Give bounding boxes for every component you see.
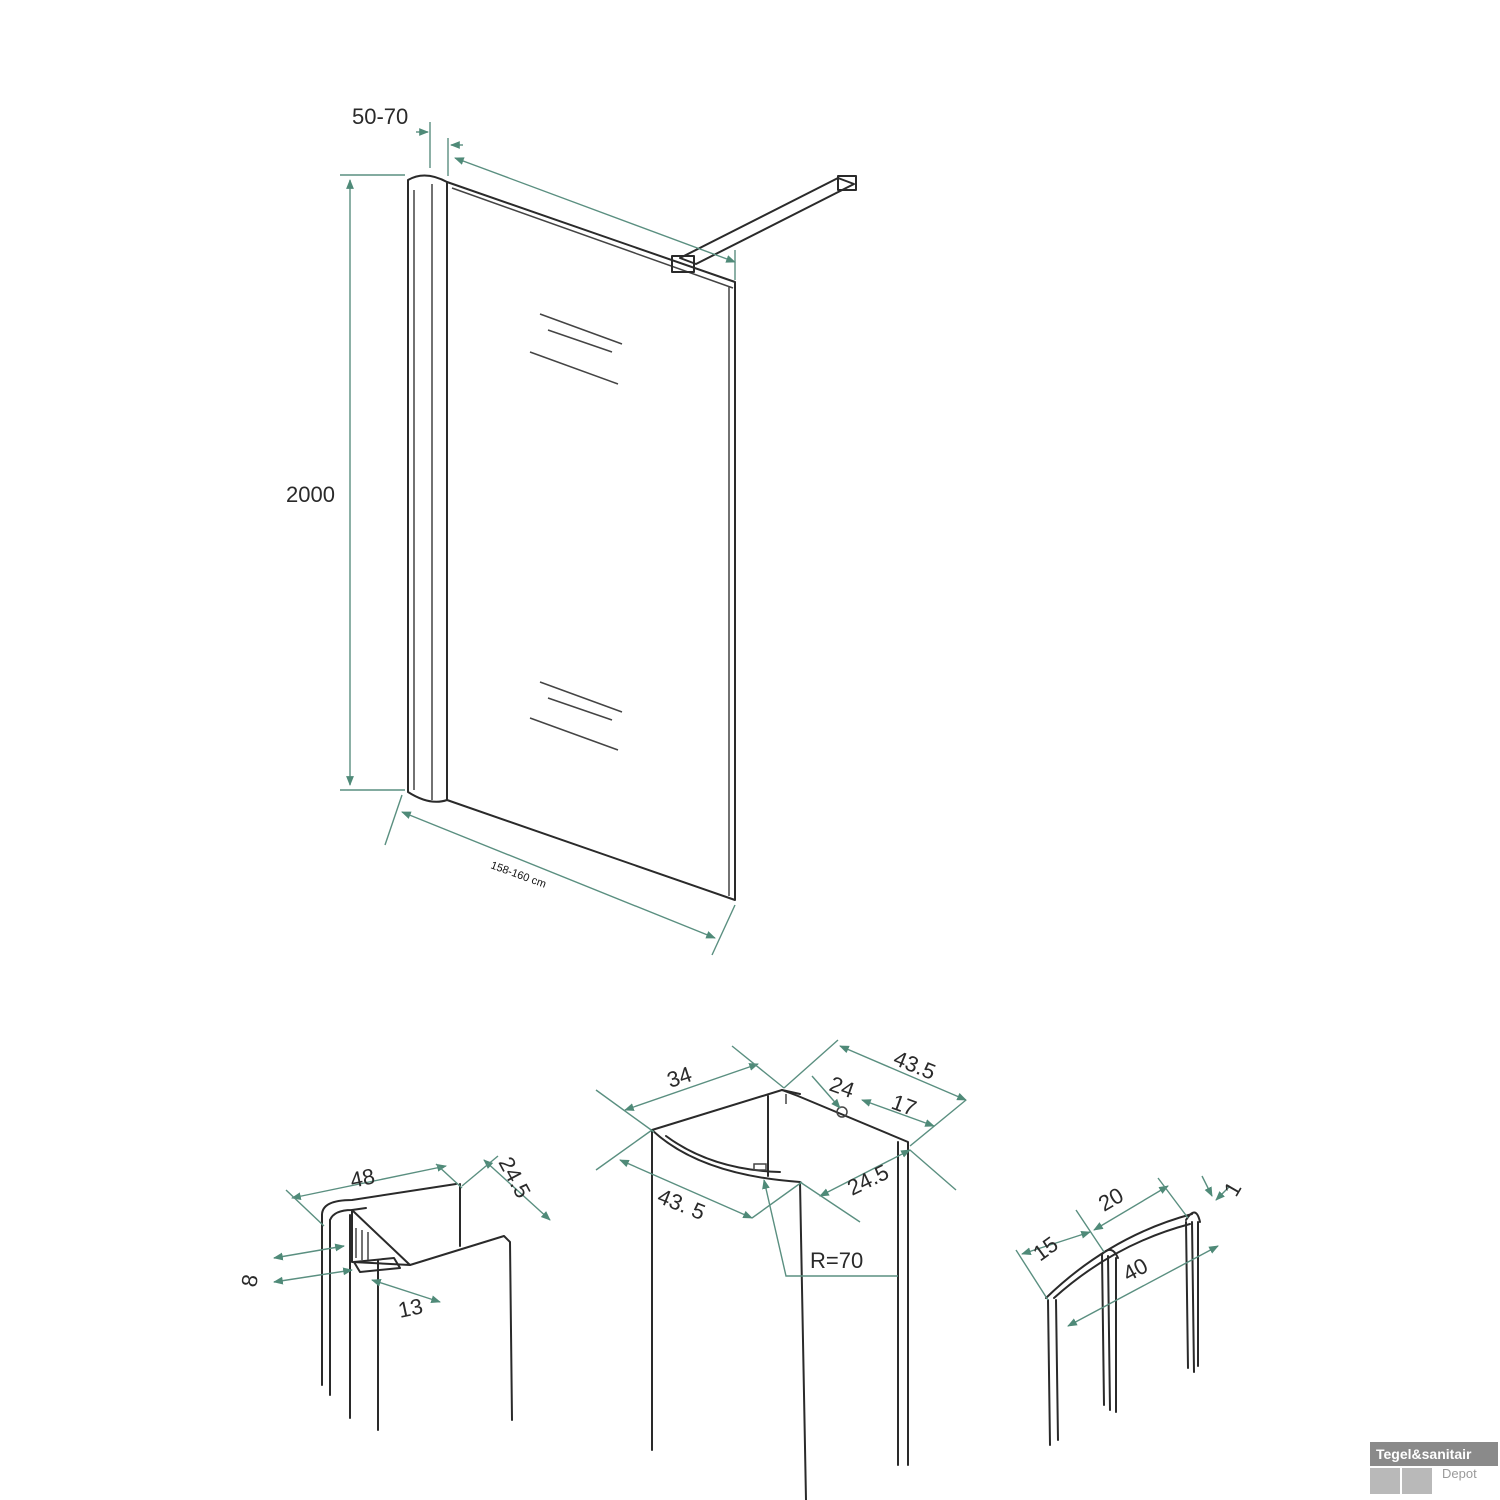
dim-profile-right-left: 15 xyxy=(1028,1231,1063,1266)
dim-profile-right-top: 20 xyxy=(1094,1182,1128,1216)
dim-profile-left-depth: 24.5 xyxy=(494,1153,536,1203)
tile-icon xyxy=(1402,1468,1432,1494)
dim-profile-left-gap: 13 xyxy=(396,1293,425,1323)
dim-profile-right-length: 40 xyxy=(1119,1253,1152,1287)
drop-icon xyxy=(1370,1468,1400,1494)
dim-panel-height: 2000 xyxy=(286,482,335,507)
dim-profile-mid-top-right: 43.5 xyxy=(890,1045,939,1084)
dim-profile-mid-bottom: 43. 5 xyxy=(654,1183,709,1225)
panel-dimension-lines xyxy=(340,122,736,956)
dim-profile-right-thickness: 1 xyxy=(1219,1177,1247,1200)
brand-name: Tegel&sanitair xyxy=(1370,1442,1498,1466)
dim-panel-depth: 50-70 xyxy=(352,104,408,129)
dim-profile-mid-radius: R=70 xyxy=(810,1248,863,1273)
dim-profile-mid-side: 24.5 xyxy=(843,1159,892,1200)
dim-profile-left-width: 48 xyxy=(348,1163,377,1193)
dim-profile-mid-inner-right: 17 xyxy=(888,1089,920,1121)
brand-sub: Depot xyxy=(1442,1466,1477,1481)
logo-tiles xyxy=(1370,1466,1498,1496)
brand-logo: Tegel&sanitair Depot xyxy=(1370,1442,1498,1498)
shower-panel xyxy=(407,174,857,901)
dim-profile-left-slot: 8 xyxy=(236,1272,263,1288)
profile-left-detail xyxy=(273,1155,551,1431)
dim-stabilizer-length: 158-160 cm xyxy=(489,860,548,891)
profile-middle-detail xyxy=(595,1039,967,1500)
profile-right-detail xyxy=(1015,1175,1231,1446)
